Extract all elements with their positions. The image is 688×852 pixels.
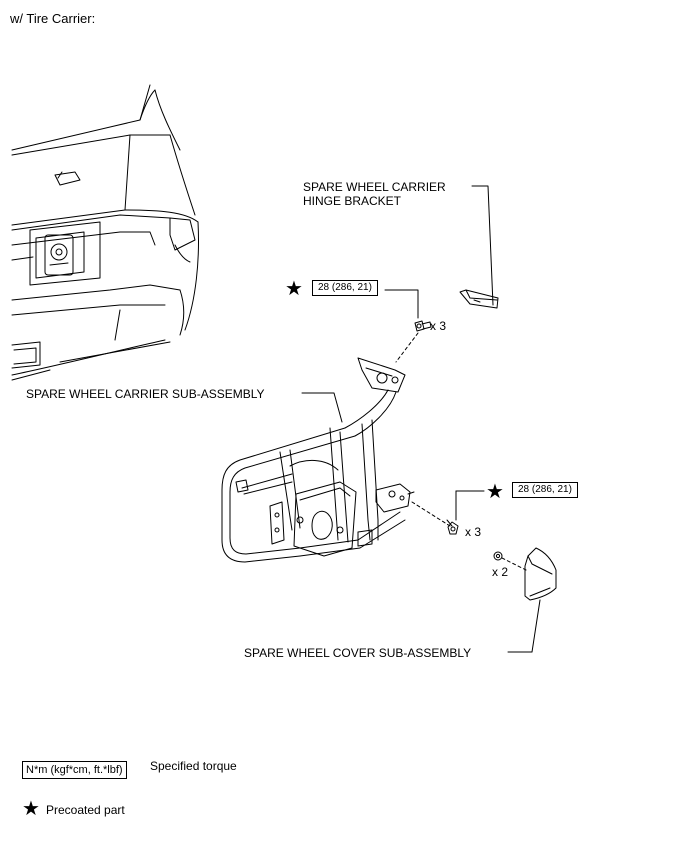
precoated-star-icon: ★ (486, 481, 504, 503)
legend-star-icon: ★ (22, 798, 40, 820)
nut-illustration (493, 551, 503, 561)
legend-torque-unit-box: N*m (kgf*cm, ft.*lbf) (22, 761, 127, 779)
legend-torque-description: Specified torque (150, 759, 237, 773)
upper-bolt-alignment-line (395, 332, 419, 363)
carrier-leader (301, 392, 343, 423)
nut-alignment-line (501, 557, 527, 571)
lower-bolt-alignment-line (411, 501, 451, 527)
carrier-illustration (221, 357, 415, 563)
hinge-bracket-leader (471, 185, 494, 306)
qty-lower-bolt: x 3 (465, 525, 482, 539)
legend-precoated-description: Precoated part (46, 803, 125, 817)
qty-nut: x 2 (492, 565, 509, 579)
wheel-cover-leader (507, 599, 541, 653)
wheel-cover-illustration (524, 547, 557, 601)
qty-upper-bolt: x 3 (430, 319, 447, 333)
upper-bolt-illustration (414, 320, 432, 332)
hinge-bracket-illustration (459, 289, 499, 309)
label-wheel-cover-sub-assembly: SPARE WHEEL COVER SUB-ASSEMBLY (244, 646, 472, 660)
vehicle-rear-illustration (11, 84, 199, 381)
page-title: w/ Tire Carrier: (10, 11, 96, 26)
label-hinge-bracket-line-1: SPARE WHEEL CARRIER (303, 180, 446, 194)
precoated-star-icon: ★ (285, 278, 303, 300)
label-carrier-sub-assembly: SPARE WHEEL CARRIER SUB-ASSEMBLY (26, 387, 265, 401)
upper-torque-leader (384, 289, 419, 319)
torque-value-box-upper: 28 (286, 21) (312, 280, 378, 296)
torque-value-box-lower: 28 (286, 21) (512, 482, 578, 498)
label-hinge-bracket-line-2: HINGE BRACKET (303, 194, 402, 208)
lower-bolt-illustration (446, 519, 459, 535)
